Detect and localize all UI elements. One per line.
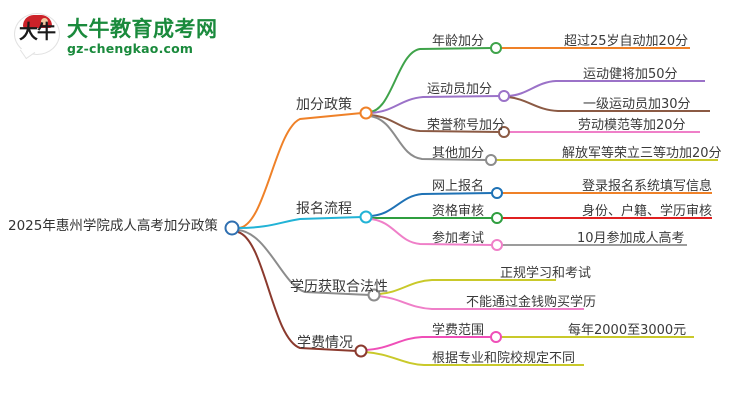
- logo-mark-text: 大牛: [18, 21, 56, 43]
- node-circle-zige[interactable]: [491, 212, 503, 224]
- logo-title: 大牛教育成考网: [67, 16, 218, 41]
- node-circle-root[interactable]: [224, 220, 240, 236]
- node-label-online-register-detail[interactable]: 登录报名系统填写信息: [582, 179, 713, 194]
- node-label-labor-model-detail[interactable]: 劳动模范等加20分: [578, 118, 686, 133]
- node-circle-xueli[interactable]: [367, 288, 381, 302]
- node-label-nianling-jiafen[interactable]: 年龄加分: [432, 34, 485, 49]
- node-circle-yundong[interactable]: [498, 90, 510, 102]
- logo-mark-icon: 大牛: [14, 13, 60, 60]
- node-circle-nianling[interactable]: [490, 42, 502, 54]
- edge-xueli-to-buneng: [377, 295, 584, 310]
- mindmap-node-circles: [224, 42, 510, 358]
- node-label-athlete-level1-detail[interactable]: 一级运动员加30分: [583, 97, 691, 112]
- node-circle-xuefei[interactable]: [354, 344, 368, 358]
- node-circle-qita[interactable]: [485, 154, 497, 166]
- edge-xueli-to-zhengui: [377, 279, 556, 295]
- node-label-wangshang-baoming[interactable]: 网上报名: [432, 179, 485, 194]
- node-label-zige-shenhe[interactable]: 资格审核: [432, 204, 485, 219]
- edge-root-to-jiafen: [237, 112, 363, 229]
- node-label-tuition-price-detail[interactable]: 每年2000至3000元: [568, 323, 687, 338]
- branch-label-xueli-hefaxing[interactable]: 学历获取合法性: [290, 279, 388, 295]
- node-label-xuefei-fanwei[interactable]: 学费范围: [432, 323, 485, 338]
- edge-root-to-baoming: [237, 216, 363, 229]
- edge-jiafen-to-yundong: [369, 95, 501, 114]
- edge-yundong-to-jianjiang: [507, 80, 705, 97]
- node-label-qita-jiafen[interactable]: 其他加分: [432, 146, 485, 161]
- edge-baoming-to-canjia: [369, 218, 494, 246]
- node-label-canjia-kaoshi[interactable]: 参加考试: [432, 231, 485, 246]
- node-circle-wangshang[interactable]: [491, 187, 503, 199]
- node-label-exam-date-detail[interactable]: 10月参加成人高考: [577, 231, 685, 246]
- edge-root-to-xuefei: [237, 231, 358, 352]
- logo-subtitle: gz-chengkao.com: [67, 40, 194, 56]
- branch-label-xuefei-qingkuang[interactable]: 学费情况: [297, 335, 353, 351]
- node-label-genju-zhuanye[interactable]: 根据专业和院校规定不同: [432, 351, 576, 366]
- edge-baoming-to-wangshang: [369, 192, 494, 217]
- node-circle-baoming[interactable]: [359, 210, 373, 224]
- node-label-yundongyuan-jiafen[interactable]: 运动员加分: [427, 82, 493, 97]
- node-label-qualification-detail[interactable]: 身份、户籍、学历审核: [582, 204, 713, 219]
- edge-xuefei-to-genju: [364, 351, 584, 366]
- node-label-army-merit-detail[interactable]: 解放军等荣立三等功加20分: [562, 146, 722, 161]
- node-label-rongyu-chenghao-jiafen[interactable]: 荣誉称号加分: [427, 118, 506, 133]
- edge-xuefei-to-fanwei: [364, 336, 492, 351]
- node-circle-jiafen[interactable]: [359, 106, 373, 120]
- branch-label-baoming-liucheng[interactable]: 报名流程: [296, 201, 352, 217]
- edge-yundong-to-yiji: [507, 96, 710, 112]
- root-node-label[interactable]: 2025年惠州学院成人高考加分政策: [8, 218, 218, 234]
- mindmap-edges: [237, 47, 718, 366]
- node-circle-rongyu[interactable]: [498, 126, 510, 138]
- node-label-age-bonus-detail[interactable]: 超过25岁自动加20分: [564, 34, 689, 49]
- logo-text-block: 大牛教育成考网 gz-chengkao.com: [67, 17, 218, 56]
- branch-label-jiafen-zhengce[interactable]: 加分政策: [296, 97, 352, 113]
- node-label-buneng-goumai[interactable]: 不能通过金钱购买学历: [466, 295, 597, 310]
- edge-jiafen-to-qita: [369, 115, 488, 161]
- edge-jiafen-to-rongyu: [369, 114, 501, 133]
- site-logo: 大牛 大牛教育成考网 gz-chengkao.com: [14, 10, 229, 62]
- edge-jiafen-to-nianling: [369, 47, 493, 113]
- node-label-athlete-master-detail[interactable]: 运动健将加50分: [583, 67, 678, 82]
- node-circle-canjia[interactable]: [491, 239, 503, 251]
- node-circle-fanwei[interactable]: [490, 331, 502, 343]
- edge-root-to-xueli: [237, 229, 371, 296]
- logo-red-cap-shape: [23, 15, 52, 28]
- node-label-zhenggui-xuexi[interactable]: 正规学习和考试: [500, 266, 592, 281]
